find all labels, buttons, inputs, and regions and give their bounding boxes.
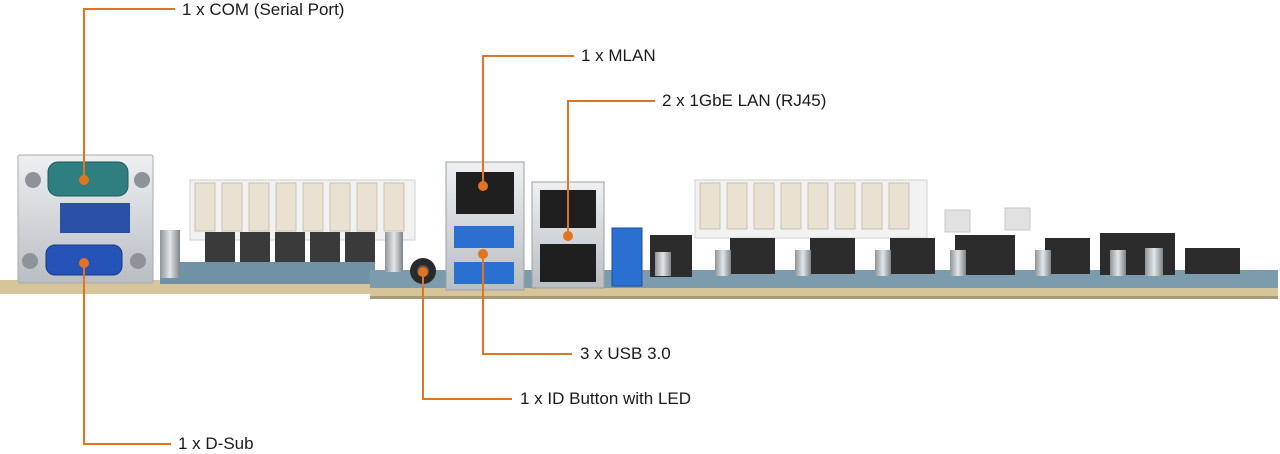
- label-com: 1 x COM (Serial Port): [182, 0, 345, 19]
- label-mlan: 1 x MLAN: [581, 46, 656, 65]
- capacitors: [655, 248, 1163, 276]
- leader-line-lan: [567, 100, 655, 236]
- label-dsub: 1 x D-Sub: [178, 434, 254, 453]
- leader-line-id: [422, 272, 512, 400]
- dimm-slots-right: [694, 179, 928, 239]
- dual-lan-stack: [531, 181, 643, 289]
- leader-line-dsub: [83, 263, 171, 445]
- dimm-slots-left: [189, 179, 416, 262]
- leader-line-com: [83, 8, 175, 180]
- leader-lines: [83, 8, 655, 445]
- leader-line-mlan: [482, 55, 574, 186]
- label-id-button: 1 x ID Button with LED: [520, 389, 692, 408]
- io-bracket-left: [17, 154, 180, 284]
- mlan-usb-stack: [445, 161, 525, 291]
- leader-dots: [79, 175, 573, 277]
- label-usb: 3 x USB 3.0: [580, 344, 671, 363]
- label-lan: 2 x 1GbE LAN (RJ45): [662, 91, 827, 110]
- leader-line-usb: [482, 254, 572, 355]
